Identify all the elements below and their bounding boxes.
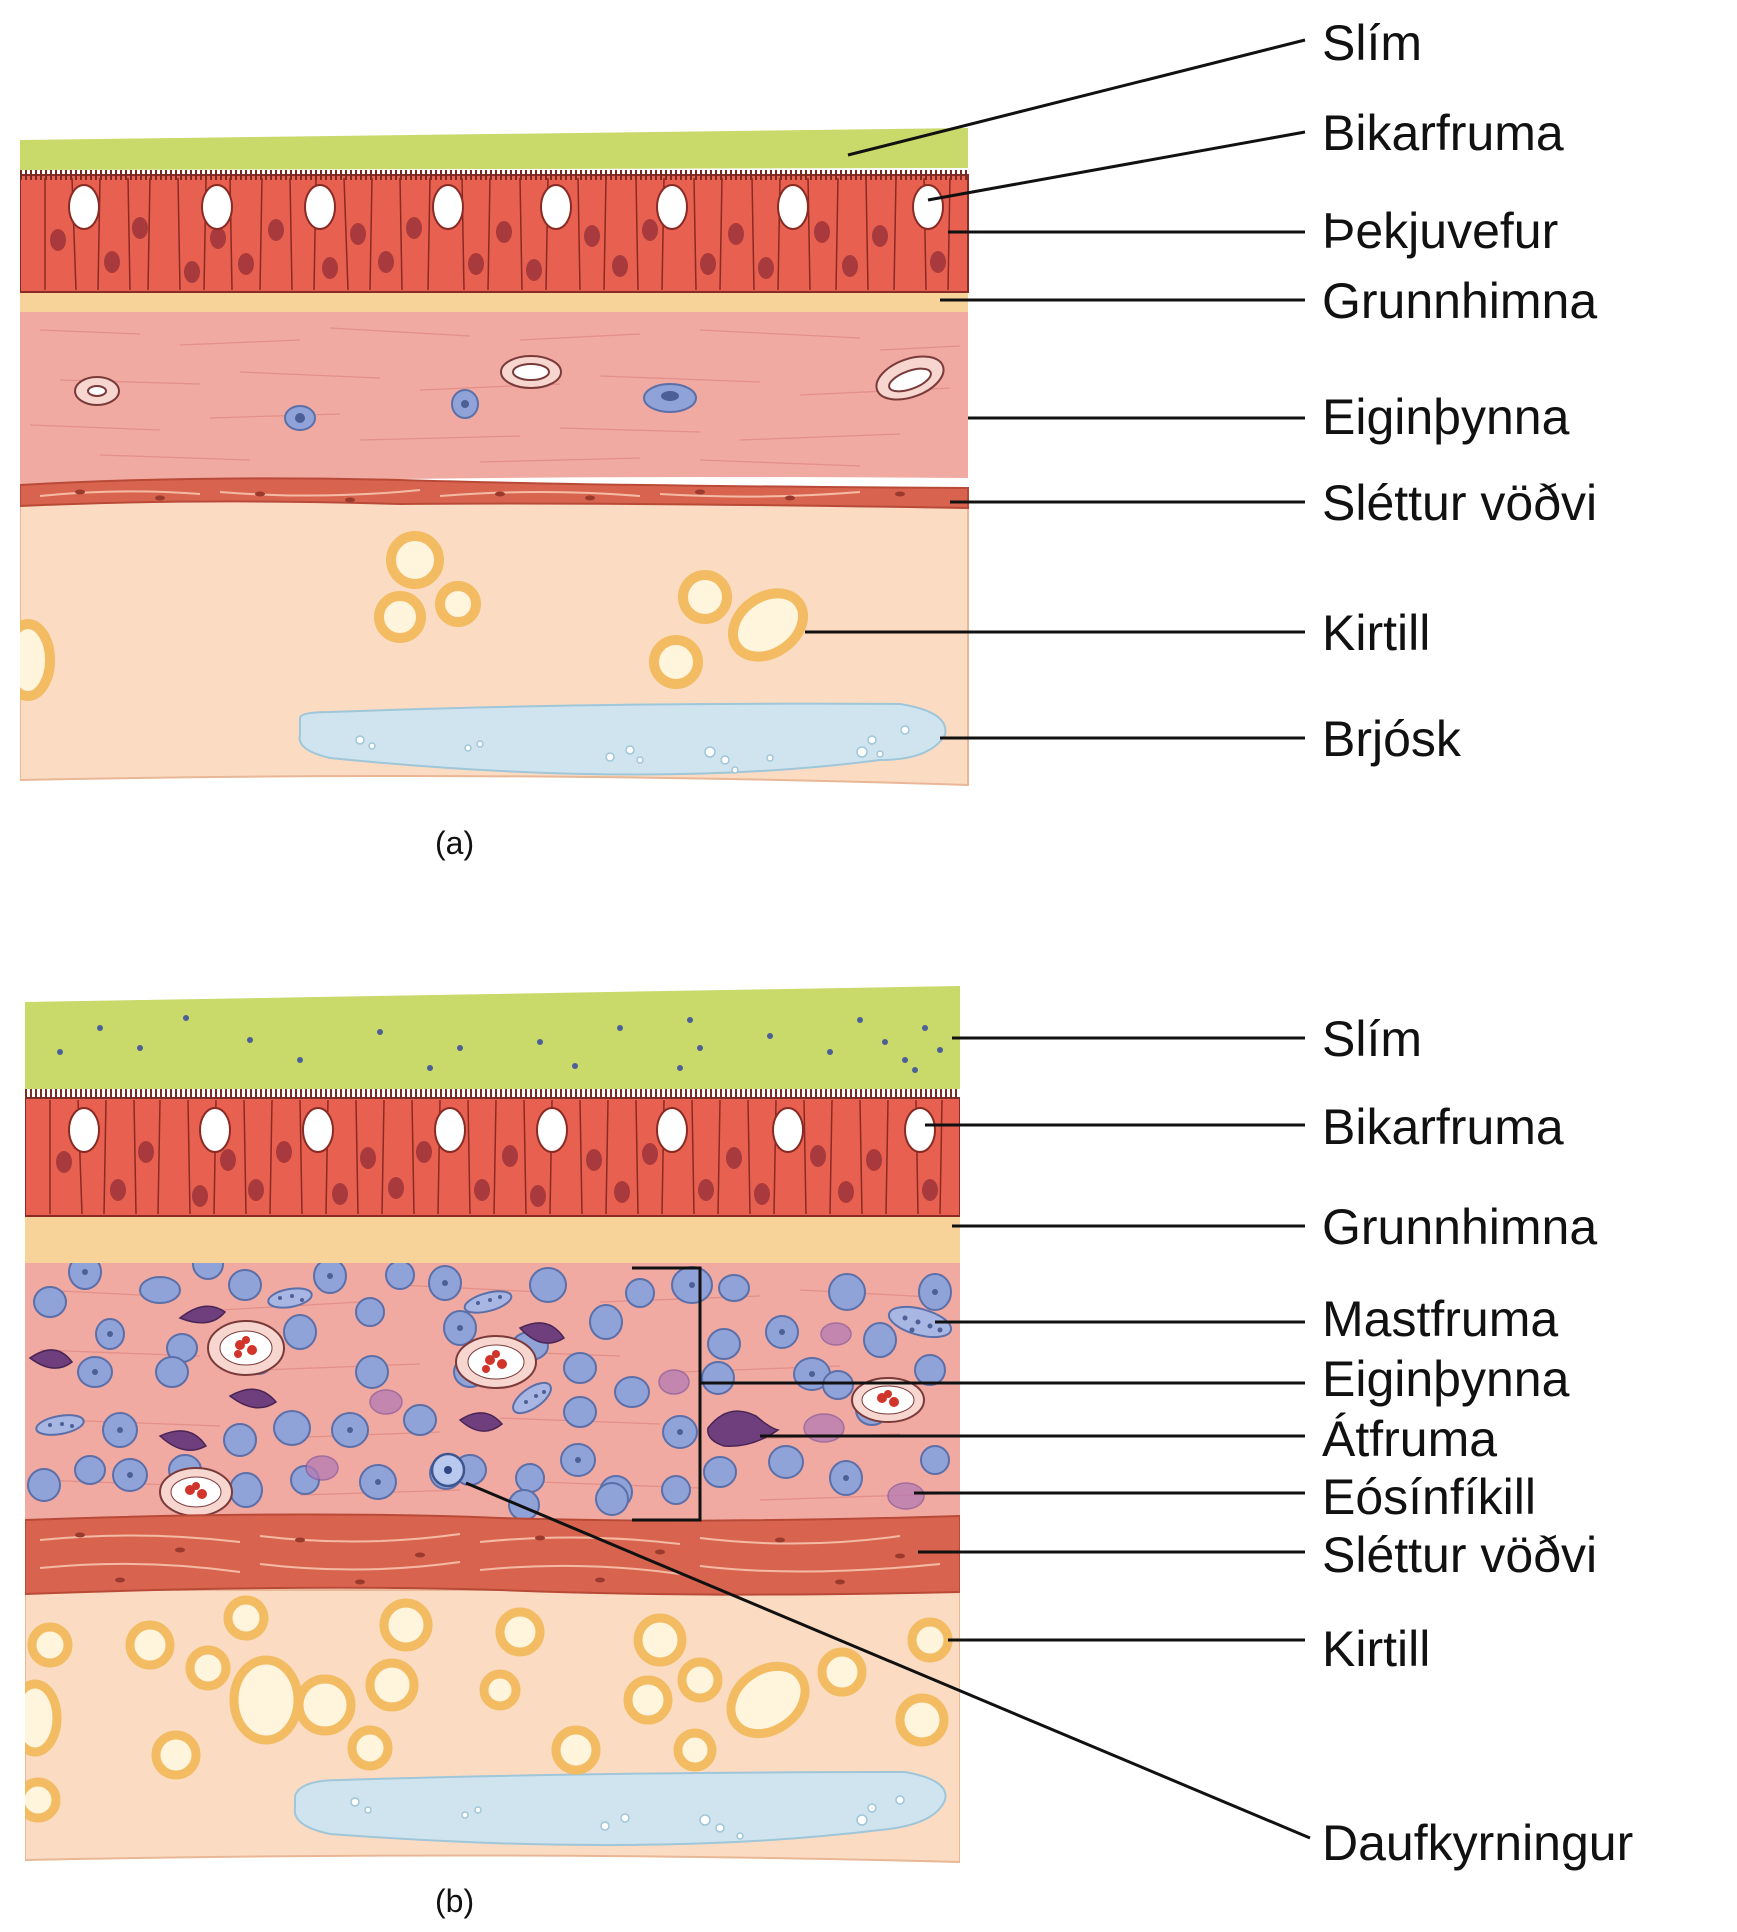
label-b-mastfruma: Mastfruma [1322, 1291, 1558, 1347]
panel-b: (b) Slím Bikarfruma Grunnhimna Mastfruma… [25, 986, 1633, 1919]
labels-b: Slím Bikarfruma Grunnhimna Mastfruma Eig… [1322, 1011, 1633, 1871]
basement-membrane-b [25, 1215, 960, 1263]
label-a-eiginthynna: Eiginþynna [1322, 389, 1570, 445]
basement-membrane-a [20, 290, 968, 312]
cartilage-a [298, 702, 947, 776]
label-a-bikarfruma: Bikarfruma [1322, 105, 1564, 161]
goblet-cells-b [68, 1107, 936, 1153]
mucus-a [20, 128, 968, 170]
panel-a: (a) Slím Bikarfruma Þekjuvefur Grunnhimn… [20, 15, 1597, 861]
lamina-propria-a [20, 303, 968, 486]
leader-lines-b [465, 1036, 1311, 1840]
caption-b: (b) [435, 1883, 474, 1919]
smooth-muscle-b [25, 1513, 960, 1596]
label-a-slettur-vodvi: Sléttur vöðvi [1322, 475, 1597, 531]
lamina-bracket [632, 1266, 702, 1522]
macrophages [28, 1305, 780, 1451]
labels-a: Slím Bikarfruma Þekjuvefur Grunnhimna Ei… [1322, 15, 1597, 767]
mucus-b [25, 986, 960, 1089]
cartilage-b [293, 1770, 947, 1847]
label-a-kirtill: Kirtill [1322, 605, 1430, 661]
eosinophils [305, 1322, 925, 1510]
mast-cells [35, 1287, 953, 1436]
blood-vessels-b [159, 1320, 925, 1517]
label-b-grunnhimna: Grunnhimna [1322, 1199, 1597, 1255]
goblet-cells-a [68, 184, 944, 230]
label-a-brjosk: Brjósk [1322, 711, 1462, 767]
glands-b [25, 1595, 953, 1823]
label-b-atfruma: Átfruma [1322, 1411, 1497, 1467]
label-b-slettur-vodvi: Sléttur vöðvi [1322, 1527, 1597, 1583]
label-b-daufkyrningur: Daufkyrningur [1322, 1815, 1633, 1871]
leader-lines-a [805, 38, 1306, 740]
label-a-slim: Slím [1322, 15, 1422, 71]
label-b-slim: Slím [1322, 1011, 1422, 1067]
label-b-kirtill: Kirtill [1322, 1621, 1430, 1677]
label-a-thekjuvefur: Þekjuvefur [1322, 203, 1558, 259]
caption-a: (a) [435, 825, 474, 861]
label-b-eiginthynna: Eiginþynna [1322, 1351, 1570, 1407]
label-a-grunnhimna: Grunnhimna [1322, 273, 1597, 329]
glands-a [20, 531, 809, 701]
label-b-bikarfruma: Bikarfruma [1322, 1099, 1564, 1155]
label-b-eosinfikill: Eósínfíkill [1322, 1469, 1536, 1525]
